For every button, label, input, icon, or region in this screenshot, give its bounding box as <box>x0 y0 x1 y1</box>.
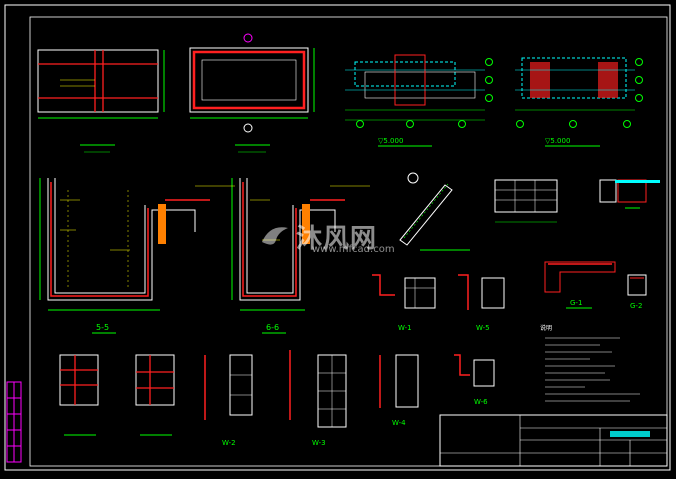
section-6-6: 6-6 <box>231 178 345 334</box>
top-plan-1 <box>37 49 165 153</box>
notes-block: 说明 <box>540 324 640 402</box>
left-stamp <box>6 381 22 463</box>
stair-detail <box>399 172 470 251</box>
section-6-6-label: 6-6 <box>266 323 279 332</box>
section-5-5: 5-5 <box>39 178 210 334</box>
watermark-url: www.mfcad.com <box>312 244 395 255</box>
w-2-label: W-2 <box>222 439 236 447</box>
plan-3-elev: ▽5.000 <box>378 137 403 145</box>
w-5-label: W-5 <box>476 324 490 332</box>
w-4-label: W-4 <box>392 419 406 427</box>
detail-g-1: G-1 <box>544 261 616 309</box>
top-plan-4: ▽5.000 <box>515 57 643 147</box>
bottom-detail-w-6: W-6 <box>454 354 495 406</box>
section-5-5-label: 5-5 <box>96 323 109 332</box>
detail-w-5: W-5 <box>458 274 505 332</box>
watermark-brand: 沐风网 <box>296 224 378 254</box>
frame-elevation <box>494 179 558 223</box>
bottom-detail-w-4: W-4 <box>379 354 419 427</box>
detail-g-2: G-2 <box>627 274 647 310</box>
w-1-label: W-1 <box>398 324 412 332</box>
g-1-label: G-1 <box>570 299 582 307</box>
top-plan-3: ▽5.000 <box>345 54 493 147</box>
watermark-logo-icon <box>262 227 288 245</box>
drawing-frame <box>4 4 671 471</box>
drawing-inner-frame <box>29 16 668 467</box>
bottom-detail-w-2: W-2 <box>204 354 253 447</box>
bottom-detail-2 <box>135 354 175 436</box>
w-3-label: W-3 <box>312 439 326 447</box>
g-2-label: G-2 <box>630 302 642 310</box>
title-block <box>439 414 668 467</box>
w-6-label: W-6 <box>474 398 488 406</box>
plan-4-elev: ▽5.000 <box>545 137 570 145</box>
bottom-detail-1 <box>59 354 99 436</box>
detail-w-top <box>599 179 660 209</box>
detail-w-1: W-1 <box>372 274 436 332</box>
top-plan-2 <box>189 33 315 153</box>
bottom-detail-w-3: W-3 <box>289 350 347 447</box>
annotations <box>60 185 370 251</box>
notes-header: 说明 <box>540 324 552 332</box>
